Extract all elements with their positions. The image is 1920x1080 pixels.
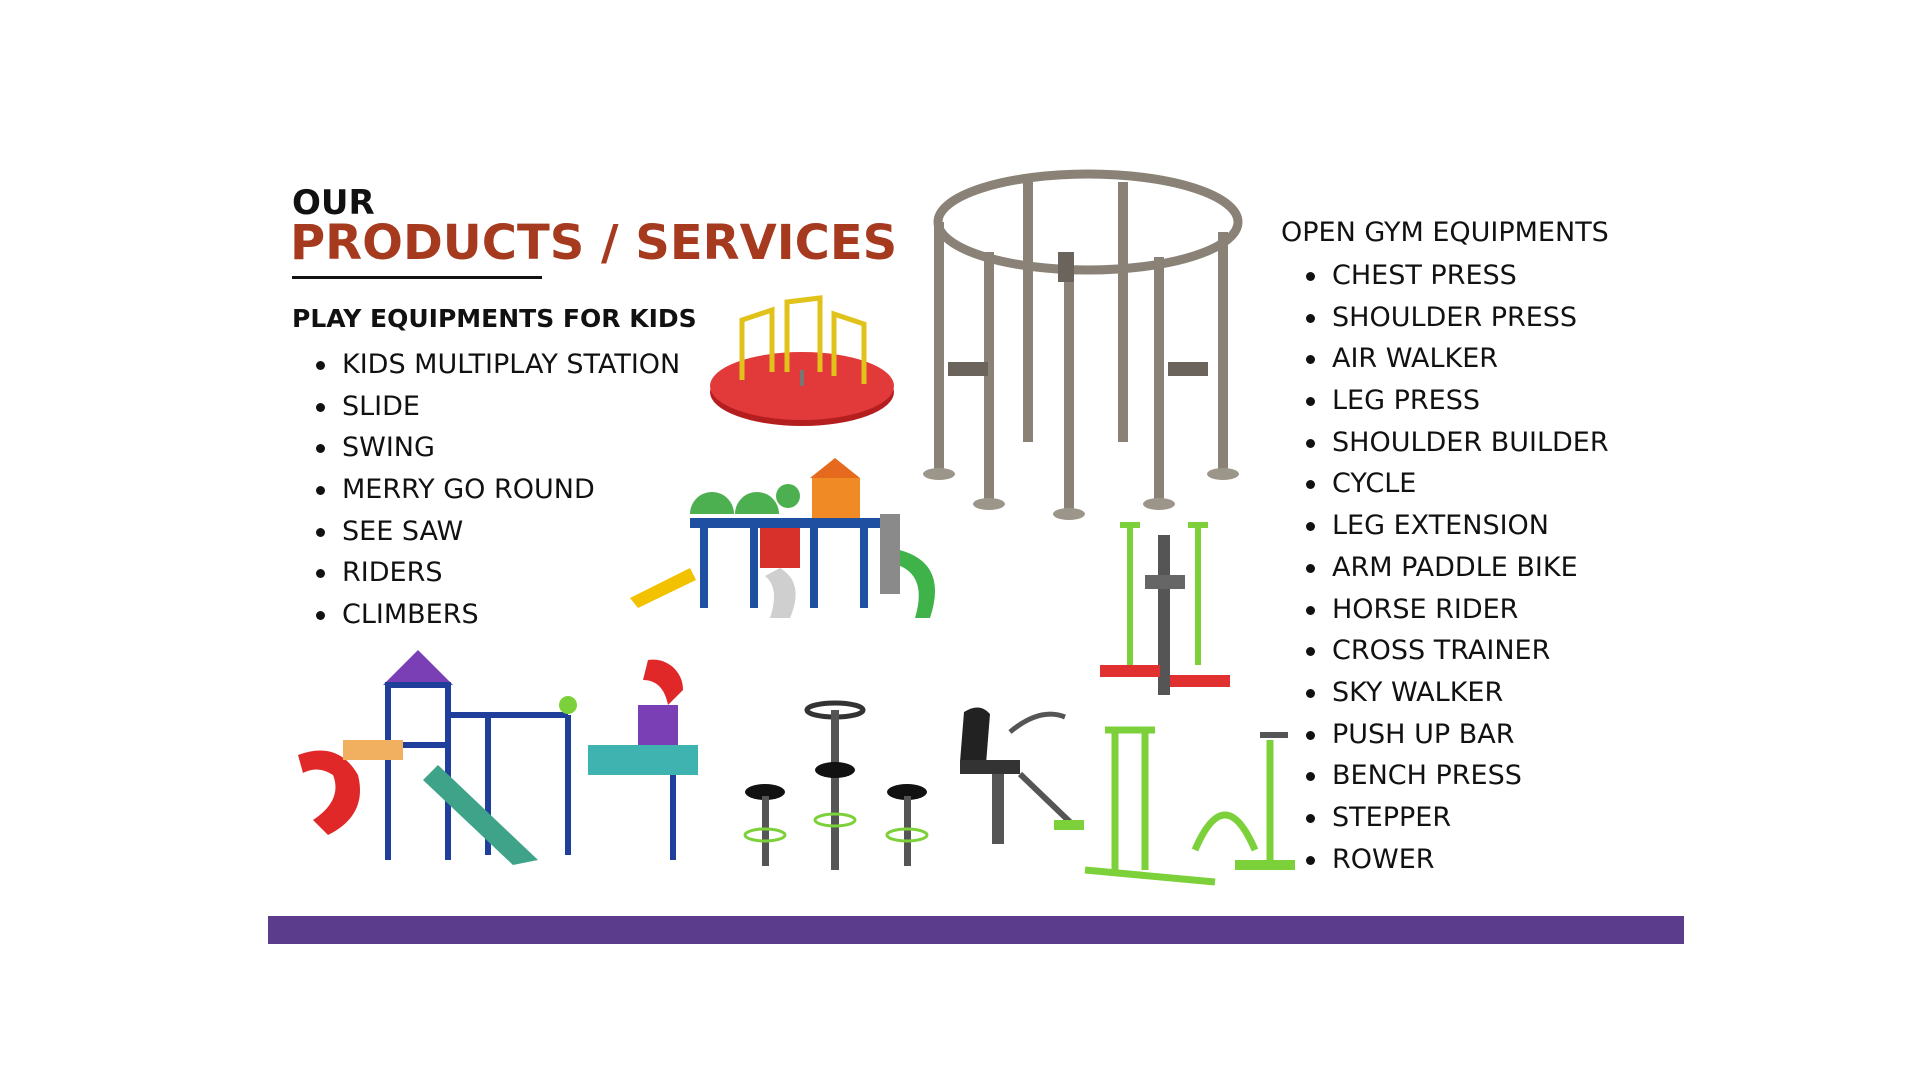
list-item: CLIMBERS — [316, 594, 680, 636]
stools-twister-image — [743, 700, 929, 870]
list-item: MERRY GO ROUND — [316, 469, 680, 511]
kids-slide-station-image — [298, 650, 698, 865]
multiplay-station-image — [630, 458, 935, 618]
leg-extension-image — [960, 707, 1084, 844]
kids-list: KIDS MULTIPLAY STATION SLIDE SWING MERRY… — [316, 344, 680, 636]
list-item: STEPPER — [1306, 797, 1609, 839]
list-item: CYCLE — [1306, 463, 1609, 505]
merry-go-round-image — [710, 295, 894, 426]
list-item: SHOULDER PRESS — [1306, 297, 1609, 339]
list-item: SKY WALKER — [1306, 672, 1609, 714]
gym-circuit-image — [923, 169, 1243, 520]
list-item: BENCH PRESS — [1306, 755, 1609, 797]
list-item: LEG PRESS — [1306, 380, 1609, 422]
cross-trainer-rower-image — [1084, 726, 1295, 886]
list-item: LEG EXTENSION — [1306, 505, 1609, 547]
gym-heading: OPEN GYM EQUIPMENTS — [1281, 217, 1609, 248]
list-item: SWING — [316, 427, 680, 469]
footer-bar — [268, 916, 1684, 944]
gym-list: CHEST PRESS SHOULDER PRESS AIR WALKER LE… — [1306, 255, 1609, 880]
list-item: SLIDE — [316, 386, 680, 428]
list-item: HORSE RIDER — [1306, 589, 1609, 631]
list-item: KIDS MULTIPLAY STATION — [316, 344, 680, 386]
list-item: ARM PADDLE BIKE — [1306, 547, 1609, 589]
list-item: RIDERS — [316, 552, 680, 594]
list-item: AIR WALKER — [1306, 338, 1609, 380]
list-item: PUSH UP BAR — [1306, 714, 1609, 756]
list-item: CROSS TRAINER — [1306, 630, 1609, 672]
sky-walker-image — [1100, 522, 1230, 695]
section-title: PRODUCTS / SERVICES — [290, 215, 898, 271]
list-item: SHOULDER BUILDER — [1306, 422, 1609, 464]
list-item: ROWER — [1306, 839, 1609, 881]
kids-heading: PLAY EQUIPMENTS FOR KIDS — [292, 304, 697, 333]
title-underline — [292, 276, 542, 279]
list-item: SEE SAW — [316, 511, 680, 553]
section-overline: OUR — [292, 183, 375, 223]
list-item: CHEST PRESS — [1306, 255, 1609, 297]
